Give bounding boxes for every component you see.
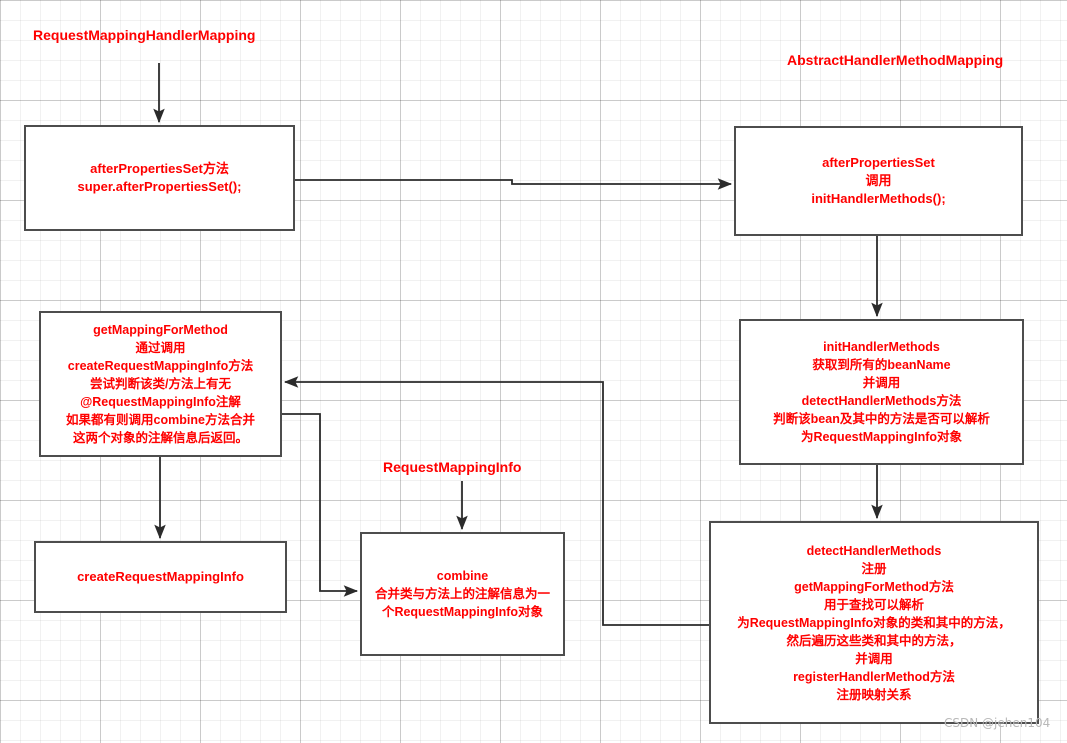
after-properties-set-init-box-label: afterPropertiesSet 调用 initHandlerMethods… <box>811 155 946 206</box>
label-rmi: RequestMappingInfo <box>383 459 522 475</box>
get-mapping-for-method-box[interactable]: getMappingForMethod 通过调用 createRequestMa… <box>39 311 282 457</box>
detect-handler-methods-box-label: detectHandlerMethods 注册 getMappingForMet… <box>737 543 1011 702</box>
get-mapping-to-combine-arrow <box>282 413 359 597</box>
combine-box[interactable]: combine 合并类与方法上的注解信息为一 个RequestMappingIn… <box>360 532 565 656</box>
label-rmhm: RequestMappingHandlerMapping <box>33 27 256 43</box>
create-request-mapping-info-box[interactable]: createRequestMappingInfo <box>34 541 287 613</box>
create-request-mapping-info-box-label: createRequestMappingInfo <box>77 569 244 584</box>
watermark: CSDN @jehen104 <box>944 716 1051 730</box>
get-mapping-for-method-box-label: getMappingForMethod 通过调用 createRequestMa… <box>66 323 255 445</box>
init-handler-methods-box-label: initHandlerMethods 获取到所有的beanName 并调用 de… <box>773 340 990 444</box>
after-properties-set-init-box[interactable]: afterPropertiesSet 调用 initHandlerMethods… <box>734 126 1023 236</box>
detect-handler-methods-box[interactable]: detectHandlerMethods 注册 getMappingForMet… <box>709 521 1039 724</box>
after-properties-set-box-label: afterPropertiesSet方法 super.afterProperti… <box>77 161 242 194</box>
init-handler-methods-box[interactable]: initHandlerMethods 获取到所有的beanName 并调用 de… <box>739 319 1024 465</box>
after-properties-set-to-init-arrow <box>295 178 733 190</box>
after-properties-set-box[interactable]: afterPropertiesSet方法 super.afterProperti… <box>24 125 295 231</box>
combine-box-label: combine 合并类与方法上的注解信息为一 个RequestMappingIn… <box>374 569 550 619</box>
label-ahmm: AbstractHandlerMethodMapping <box>787 52 1004 68</box>
